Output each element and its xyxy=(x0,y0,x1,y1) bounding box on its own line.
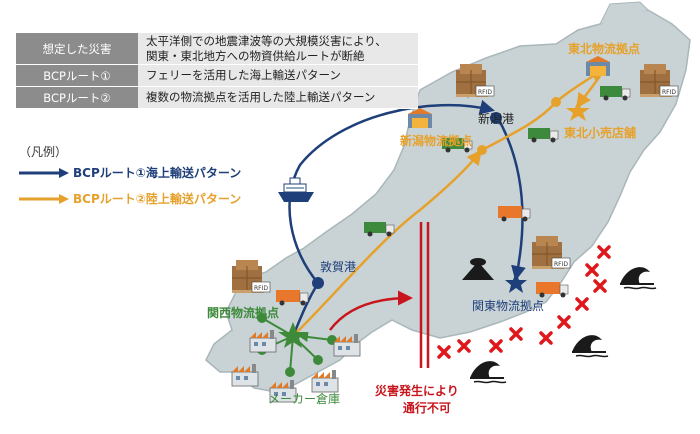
table-body-cell: 複数の物流拠点を活用した陸上輸送パターン xyxy=(138,86,418,109)
niigata-port-node xyxy=(490,112,502,124)
legend-route2: BCPルート②陸上輸送パターン xyxy=(19,190,241,207)
label-tohoku-store: 東北小売店舗 xyxy=(564,126,637,140)
svg-text:RFID: RFID xyxy=(254,285,268,292)
tohoku-hub-node xyxy=(551,97,561,107)
label-tohoku-hub: 東北物流拠点 xyxy=(568,42,641,56)
label-kanto-hub: 関東物流拠点 xyxy=(472,299,545,313)
cardboard-box-icon: RFID xyxy=(455,63,495,98)
arrow-icon xyxy=(19,193,69,204)
table-body-cell: 太平洋側での地震津波等の大規模災害により、 関東・東北地方への物資供給ルートが断… xyxy=(138,33,418,65)
ferry-icon xyxy=(278,177,314,202)
label-kansai-hub: 関西物流拠点 xyxy=(207,306,280,320)
table-header-cell: BCPルート② xyxy=(16,86,138,109)
table-body-cell: フェリーを活用した海上輸送パターン xyxy=(138,64,418,87)
svg-text:RFID: RFID xyxy=(554,261,568,268)
volcano-icon xyxy=(462,258,494,280)
cardboard-box-icon: RFID xyxy=(531,235,571,270)
kansai-hub-star xyxy=(278,322,308,348)
table-row: BCPルート② 複数の物流拠点を活用した陸上輸送パターン xyxy=(16,86,418,109)
cardboard-box-icon: RFID xyxy=(639,63,679,98)
warehouse-icon xyxy=(586,56,610,76)
label-tsuruga-port: 敦賀港 xyxy=(320,260,357,274)
legend-route2-label: BCPルート②陸上輸送パターン xyxy=(73,192,242,206)
svg-text:RFID: RFID xyxy=(478,89,492,96)
table-header-cell: 想定した災害 xyxy=(16,33,138,65)
label-disaster: 災害発生により 通行不可 xyxy=(375,382,459,416)
kanto-hub-star xyxy=(505,272,527,293)
body-line: 関東・東北地方への物資供給ルートが断絶 xyxy=(146,48,365,63)
niigata-hub-node xyxy=(477,145,487,155)
label-niigata-hub: 新潟物流拠点 xyxy=(400,134,473,148)
table-row: 想定した災害 太平洋側での地震津波等の大規模災害により、 関東・東北地方への物資… xyxy=(16,33,418,65)
tsunami-wave-icon xyxy=(469,360,507,384)
tsuruga-port-node xyxy=(312,277,324,289)
disaster-line1: 災害発生により xyxy=(375,384,459,398)
blocked-route xyxy=(329,222,430,368)
legend-route1-label: BCPルート①海上輸送パターン xyxy=(73,166,242,180)
cardboard-box-icon: RFID xyxy=(231,259,271,294)
label-maker-warehouse: メーカー倉庫 xyxy=(268,392,341,406)
scenario-table: 想定した災害 太平洋側での地震津波等の大規模災害により、 関東・東北地方への物資… xyxy=(16,33,418,109)
warehouse-icon xyxy=(408,108,432,128)
arrow-icon xyxy=(19,167,69,178)
svg-text:RFID: RFID xyxy=(662,89,676,96)
legend-title: （凡例） xyxy=(19,145,68,159)
body-line: 太平洋側での地震津波等の大規模災害により、 xyxy=(146,33,387,48)
disaster-line2: 通行不可 xyxy=(402,401,451,415)
label-niigata-port: 新潟港 xyxy=(478,112,515,126)
legend-route1: BCPルート①海上輸送パターン xyxy=(19,164,241,181)
table-row: BCPルート① フェリーを活用した海上輸送パターン xyxy=(16,64,418,87)
tsunami-wave-icon xyxy=(571,334,609,358)
tsunami-wave-icon xyxy=(619,266,657,290)
table-header-cell: BCPルート① xyxy=(16,64,138,87)
tohoku-store-star xyxy=(566,100,590,121)
blocked-x-marks xyxy=(437,245,611,359)
